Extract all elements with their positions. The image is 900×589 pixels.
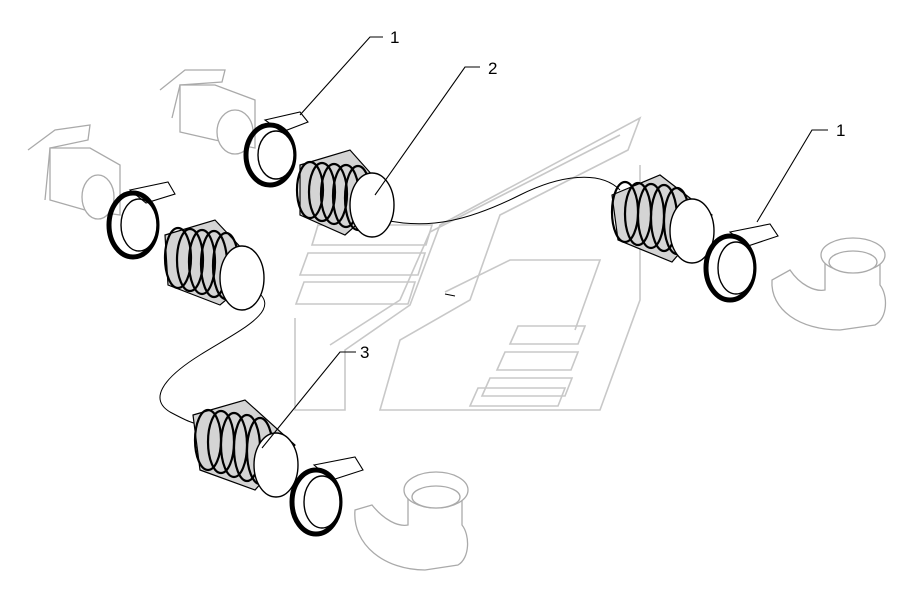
callout-clamp-right: 1 — [836, 121, 845, 140]
clamp-upper — [243, 111, 309, 188]
callout-hose-upper: 2 — [488, 59, 497, 78]
clamp-lower — [289, 456, 364, 537]
bulkhead-left — [27, 124, 121, 220]
elbow-lower — [354, 471, 469, 571]
hose-left — [163, 219, 265, 311]
callout-hose-lower: 3 — [360, 343, 369, 362]
hose-right — [610, 174, 715, 264]
callout-clamp-upper: 1 — [390, 28, 399, 47]
clamp-right — [703, 223, 779, 303]
watermark-logo — [294, 116, 642, 411]
clamp-left — [106, 181, 176, 260]
hose-upper — [295, 149, 395, 238]
elbow-right — [771, 237, 887, 331]
hose-lower — [192, 399, 299, 498]
routing-lines — [159, 176, 621, 426]
bulkhead-upper — [159, 69, 256, 155]
leader-lines — [261, 36, 828, 449]
hose-lower-ribs — [193, 408, 275, 486]
